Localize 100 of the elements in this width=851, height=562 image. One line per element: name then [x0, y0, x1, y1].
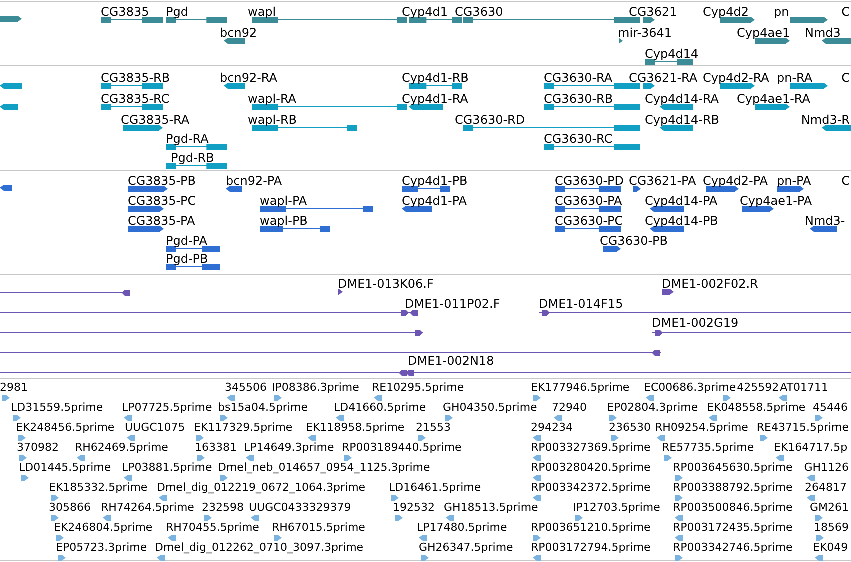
gene-label: C: [842, 71, 850, 85]
gene-label: CG3630-RB: [544, 92, 614, 106]
est-label: LD41660.5prime: [334, 401, 426, 415]
est-label: 163381: [195, 441, 237, 455]
est-label: 72940: [552, 401, 587, 415]
gene-label: CG3630-RC: [544, 132, 613, 146]
est-label: RP003280420.5prime: [531, 461, 651, 475]
est-label: LD01445.5prime: [19, 461, 112, 475]
gene-label: C: [842, 5, 850, 19]
est-label: Dmel_dig_012219_0672_1064.3prime: [157, 481, 366, 495]
est-label: RP003327369.5prime: [531, 441, 651, 455]
gene-label: CG3835-PA: [128, 214, 196, 228]
est-label: LP14649.3prime: [244, 441, 334, 455]
gene-label: CG3630-PA: [555, 194, 622, 208]
est-label: RP003189440.5prime: [342, 441, 462, 455]
gene-label: Cyp4d14: [645, 47, 699, 61]
gene-label: Cyp4ae1-PA: [740, 194, 812, 208]
gene-label: CG3621-RA: [629, 71, 698, 85]
clone-label: DME1-011P02.F: [405, 297, 500, 311]
gene-label: pn: [774, 5, 790, 19]
gene-label: pn-RA: [777, 71, 813, 85]
est-label: 236530: [609, 421, 651, 435]
clone-label: DME1-002F02.R: [662, 277, 758, 291]
gene-label: CG3835-RB: [101, 71, 170, 85]
est-label: EK248456.5prime: [16, 421, 115, 435]
gene-label: Pgd-PA: [166, 234, 208, 248]
est-label: EP05723.3prime: [56, 541, 148, 555]
gene-label: wapl-RB: [248, 113, 298, 127]
est-label: LD31559.5prime: [11, 401, 104, 415]
est-label: 18569: [814, 521, 849, 535]
gene-label: Cyp4d1: [402, 5, 448, 19]
est-label: GM261: [810, 501, 849, 515]
est-label: EK185332.5prime: [49, 481, 148, 495]
est-label: LP03881.5prime: [122, 461, 212, 475]
gene-label: CG3621-PA: [629, 174, 696, 188]
est-label: IP08386.3prime: [272, 381, 360, 395]
clone-label: DME1-014F15: [539, 297, 624, 311]
est-label: 192532: [393, 501, 435, 515]
gene-label: Cyp4d1-PA: [402, 194, 467, 208]
gene-label: Nmd3: [805, 26, 841, 40]
est-label: RP003342746.5prime: [673, 541, 793, 555]
gene-label: bcn92-RA: [220, 71, 278, 85]
gene-label: pn-PA: [777, 174, 812, 188]
est-label: RH70455.5prime: [166, 521, 260, 535]
gene-label: Nmd3-: [805, 214, 846, 228]
est-label: 345506: [225, 381, 267, 395]
est-label: RP003651210.5prime: [531, 521, 651, 535]
gene-label: Cyp4d1-RA: [402, 92, 468, 106]
est-label: RP003342372.5prime: [531, 481, 651, 495]
gene-label: wapl-RA: [248, 92, 297, 106]
gene-label: Cyp4d14-RB: [645, 113, 720, 127]
gene-label: CG3630-PB: [600, 234, 668, 248]
est-label: RE43715.5prime: [756, 421, 849, 435]
est-label: Dmel_dig_012262_0710_3097.3prime: [155, 541, 364, 555]
est-label: IP12703.5prime: [573, 501, 660, 515]
gene-label: wapl-PA: [260, 194, 308, 208]
gene-label: bcn92: [220, 26, 258, 40]
gene-label: Nmd3-R: [801, 113, 850, 127]
est-label: EK118958.5prime: [306, 421, 405, 435]
est-label: LD16461.5prime: [389, 481, 482, 495]
est-label: 21553: [416, 421, 451, 435]
gene-label: Pgd: [166, 5, 188, 19]
est-label: RP003500846.5prime: [673, 501, 793, 515]
est-label: EC00686.3prime: [644, 381, 736, 395]
est-label: RP003172435.5prime: [673, 521, 793, 535]
est-label: RP003645630.5prime: [673, 461, 793, 475]
est-label: RP003388792.5prime: [673, 481, 793, 495]
est-label: GH04350.5prime: [443, 401, 538, 415]
est-label: EK177946.5prime: [531, 381, 630, 395]
est-label: GH26347.5prime: [419, 541, 514, 555]
est-label: RE10295.5prime: [372, 381, 464, 395]
gene-label: CG3835-PC: [128, 194, 196, 208]
est-label: 2981: [0, 381, 28, 395]
gene-label: Cyp4d14-PA: [645, 194, 718, 208]
gene-label: CG3835-PB: [128, 174, 196, 188]
est-label: 305866: [49, 501, 91, 515]
est-label: 425592: [737, 381, 780, 395]
est-label: LP07725.5prime: [122, 401, 212, 415]
est-label: EK246804.5prime: [54, 521, 153, 535]
clone-label: DME1-002N18: [408, 354, 494, 368]
gene-label: CG3630-PD: [555, 174, 624, 188]
est-label: EP02804.3prime: [607, 401, 698, 415]
gene-label: Cyp4ae1: [737, 26, 790, 40]
gene-label: Pgd-RB: [171, 151, 214, 165]
gene-label: CG3621: [629, 5, 678, 19]
est-label: RH67015.5prime: [272, 521, 366, 535]
est-label: EK048558.5prime: [707, 401, 806, 415]
gene-label: Cyp4d2: [703, 5, 749, 19]
est-label: 294234: [531, 421, 573, 435]
est-label: GH18513.5prime: [444, 501, 538, 515]
gene-label: CG3835-RC: [101, 92, 170, 106]
est-label: 232598: [202, 501, 244, 515]
gene-label: Pgd-PB: [166, 252, 208, 266]
est-label: RP003172794.5prime: [531, 541, 651, 555]
gene-label: Cyp4d14-PB: [645, 214, 718, 228]
est-label: 370982: [17, 441, 59, 455]
est-label: 45446: [813, 401, 848, 415]
gene-label: CG3835-RA: [121, 113, 190, 127]
gene-label: mir-3641: [618, 26, 672, 40]
est-label: GH1126: [804, 461, 849, 475]
